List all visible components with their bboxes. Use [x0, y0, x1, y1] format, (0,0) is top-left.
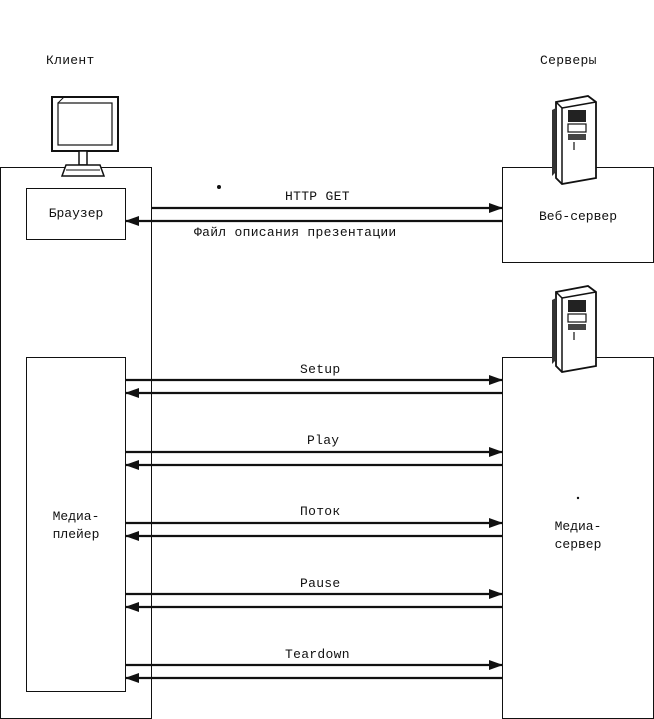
scan-speck [217, 185, 221, 189]
http-get-label: HTTP GET [285, 189, 350, 204]
media-player-label-line2: плейер [52, 527, 100, 542]
stream-label: Поток [300, 504, 341, 519]
server-tower-icon [552, 285, 597, 373]
media-player-box: Медиа- плейер [26, 357, 126, 692]
scan-speck [576, 496, 580, 500]
presentation-file-label: Файл описания презентации [194, 225, 397, 240]
pause-label: Pause [300, 576, 341, 591]
play-label: Play [307, 433, 340, 448]
browser-box: Браузер [26, 188, 126, 240]
setup-label: Setup [300, 362, 341, 377]
servers-heading: Серверы [540, 53, 597, 68]
media-player-label: Медиа- плейер [27, 508, 125, 544]
client-heading: Клиент [46, 53, 95, 68]
server-tower-icon [552, 95, 597, 185]
computer-monitor-icon [51, 96, 119, 177]
web-server-label: Веб-сервер [538, 209, 617, 224]
browser-label: Браузер [48, 206, 104, 221]
media-server-label-line2: сервер [554, 537, 602, 552]
teardown-label: Teardown [285, 647, 350, 662]
media-server-label-line1: Медиа- [554, 519, 602, 534]
media-server-label: Медиа- сервер [503, 518, 653, 554]
media-player-label-line1: Медиа- [52, 509, 100, 524]
